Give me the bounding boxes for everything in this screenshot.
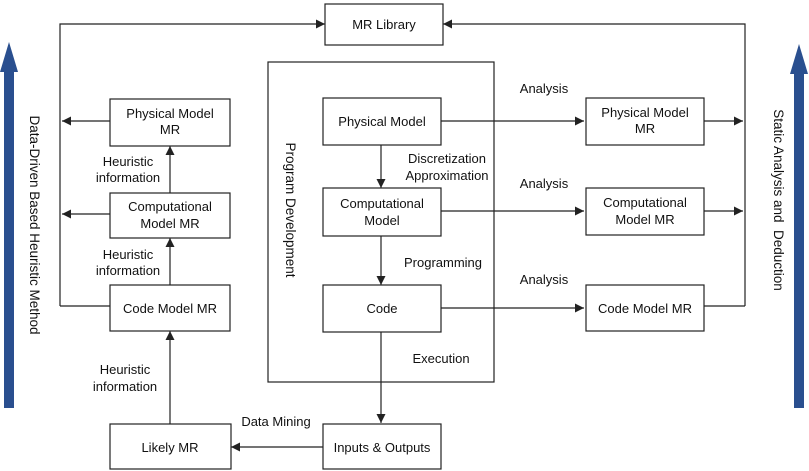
discretization-label-line1: Discretization: [408, 151, 486, 166]
programming-label: Programming: [404, 255, 482, 270]
program-development-label: Program Development: [283, 142, 298, 277]
physical-model-mr-right-line2: MR: [635, 121, 655, 136]
analysis-label-3: Analysis: [520, 272, 569, 287]
code-model-mr-left-label: Code Model MR: [123, 301, 217, 316]
code-label: Code: [366, 301, 397, 316]
computational-model-box: Computational Model: [322, 187, 442, 237]
execution-label: Execution: [412, 351, 469, 366]
physical-model-label: Physical Model: [338, 114, 426, 129]
heuristic-label-2-line1: Heuristic: [103, 247, 154, 262]
left-side-arrow: [0, 42, 18, 408]
heuristic-label-1-line1: Heuristic: [103, 154, 154, 169]
physical-model-box: Physical Model: [322, 97, 442, 146]
physical-model-mr-left-line1: Physical Model: [126, 106, 214, 121]
right-side-arrow: [790, 44, 808, 408]
right-method-label: Static Analysis and Deduction: [771, 109, 786, 291]
computational-model-line2: Model: [364, 213, 400, 228]
mr-library-box: MR Library: [324, 3, 444, 46]
heuristic-label-3-line2: information: [93, 379, 157, 394]
analysis-label-1: Analysis: [520, 81, 569, 96]
left-method-label: Data-Driven Based Heuristic Method: [27, 115, 42, 334]
computational-model-mr-right-line1: Computational: [603, 195, 687, 210]
physical-model-mr-left-box: Physical Model MR: [109, 98, 231, 147]
heuristic-label-2-line2: information: [96, 263, 160, 278]
code-model-mr-right-box: Code Model MR: [585, 284, 705, 332]
code-model-mr-right-label: Code Model MR: [598, 301, 692, 316]
inputs-outputs-label: Inputs & Outputs: [334, 440, 431, 455]
connectors: [59, 19, 746, 452]
heuristic-label-3-line1: Heuristic: [100, 362, 151, 377]
heuristic-label-1-line2: information: [96, 170, 160, 185]
likely-mr-box: Likely MR: [109, 423, 232, 470]
physical-model-mr-right-line1: Physical Model: [601, 105, 689, 120]
computational-model-mr-left-line1: Computational: [128, 199, 212, 214]
computational-model-mr-right-line2: Model MR: [615, 212, 674, 227]
code-box: Code: [322, 284, 442, 333]
likely-mr-label: Likely MR: [141, 440, 198, 455]
data-mining-label: Data Mining: [241, 414, 310, 429]
mr-library-label: MR Library: [352, 17, 416, 32]
physical-model-mr-right-box: Physical Model MR: [585, 97, 705, 146]
computational-model-mr-right-box: Computational Model MR: [585, 187, 705, 236]
inputs-outputs-box: Inputs & Outputs: [322, 423, 442, 470]
computational-model-mr-left-box: Computational Model MR: [109, 192, 231, 239]
computational-model-mr-left-line2: Model MR: [140, 216, 199, 231]
computational-model-line1: Computational: [340, 196, 424, 211]
physical-model-mr-left-line2: MR: [160, 122, 180, 137]
code-model-mr-left-box: Code Model MR: [109, 284, 231, 332]
analysis-label-2: Analysis: [520, 176, 569, 191]
discretization-label-line2: Approximation: [405, 168, 488, 183]
